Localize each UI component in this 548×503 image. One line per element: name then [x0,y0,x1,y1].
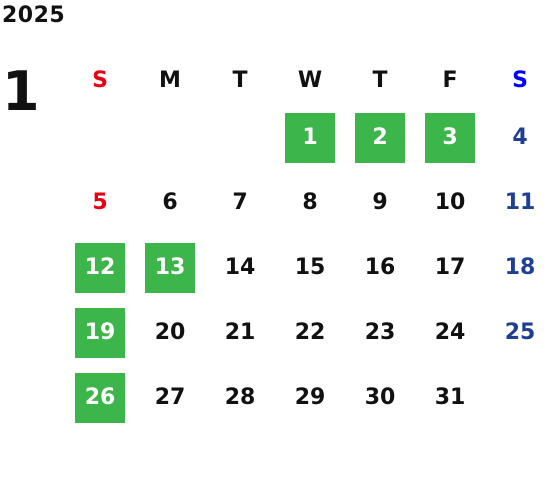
calendar-day-number: 3 [425,112,475,163]
calendar-day-number: 25 [504,320,536,345]
calendar-day-number: 17 [434,255,466,280]
calendar-day-number: 2 [355,112,405,163]
calendar-day-number: 20 [154,320,186,345]
calendar-day-number: 21 [224,320,256,345]
calendar-day: 27 [135,365,205,430]
calendar-day: 9 [345,170,415,235]
calendar-day-number [75,113,125,163]
calendar-day: 29 [275,365,345,430]
calendar-day-number: 7 [232,190,248,215]
calendar-day: 16 [345,235,415,300]
calendar-day: 8 [275,170,345,235]
calendar-day-number: 29 [294,385,326,410]
calendar-day: 18 [485,235,548,300]
calendar-day: 1 [275,105,345,170]
calendar-day-number: 4 [512,125,528,150]
calendar-day-number [495,373,545,423]
calendar-day: 2 [345,105,415,170]
weekday-thursday: T [372,67,388,93]
calendar-day-empty [135,105,205,170]
calendar-day: 6 [135,170,205,235]
calendar-week-row: 19 20 21 22 23 24 25 [65,300,548,365]
calendar-day: 28 [205,365,275,430]
calendar-day: 31 [415,365,485,430]
calendar-day: 13 [135,235,205,300]
calendar-day: 11 [485,170,548,235]
calendar-day: 5 [65,170,135,235]
calendar-day: 4 [485,105,548,170]
calendar-day-number: 18 [504,255,536,280]
calendar-day: 7 [205,170,275,235]
calendar-day: 20 [135,300,205,365]
calendar-day-number: 30 [364,385,396,410]
calendar-day: 23 [345,300,415,365]
calendar-day-number: 31 [434,385,466,410]
weekday-saturday: S [512,67,528,93]
calendar-day: 25 [485,300,548,365]
calendar-day-number: 13 [145,242,195,293]
calendar-day-number: 10 [434,190,466,215]
calendar-day-number: 19 [75,307,125,358]
calendar-day: 22 [275,300,345,365]
calendar-day-empty [205,105,275,170]
calendar-day: 17 [415,235,485,300]
weekday-header-row: S M T W T F S [65,55,548,105]
calendar-day-number: 28 [224,385,256,410]
calendar-day-number [145,113,195,163]
calendar-day: 3 [415,105,485,170]
calendar-day-number: 8 [302,190,318,215]
calendar-day-number: 27 [154,385,186,410]
calendar-day-number: 15 [294,255,326,280]
calendar-day-number: 9 [372,190,388,215]
calendar-day: 21 [205,300,275,365]
calendar-day-empty [65,105,135,170]
calendar-day-empty [485,365,548,430]
calendar-day-number: 1 [285,112,335,163]
calendar-day-number: 22 [294,320,326,345]
calendar-day: 14 [205,235,275,300]
calendar-day: 30 [345,365,415,430]
weekday-monday: M [159,67,181,93]
calendar-day: 26 [65,365,135,430]
year-label: 2025 [2,3,66,28]
weekday-sunday: S [92,67,108,93]
calendar-day-number: 24 [434,320,466,345]
calendar-day-number [215,113,265,163]
calendar-day: 19 [65,300,135,365]
calendar-day: 24 [415,300,485,365]
calendar-day-number: 6 [162,190,178,215]
weekday-tuesday: T [232,67,248,93]
calendar-day-number: 5 [92,190,108,215]
calendar-week-row: 26 27 28 29 30 31 [65,365,548,430]
month-label: 1 [2,60,40,123]
calendar-day-number: 12 [75,242,125,293]
calendar-day-number: 11 [504,190,536,215]
calendar-day-number: 16 [364,255,396,280]
calendar-day: 12 [65,235,135,300]
calendar-week-row: 5 6 7 8 9 10 11 [65,170,548,235]
calendar-day-number: 23 [364,320,396,345]
weekday-friday: F [442,67,458,93]
calendar-day-number: 26 [75,372,125,423]
calendar-week-row: 12 13 14 15 16 17 18 [65,235,548,300]
calendar-day: 15 [275,235,345,300]
calendar-day: 10 [415,170,485,235]
weekday-wednesday: W [297,67,323,93]
calendar-day-number: 14 [224,255,256,280]
